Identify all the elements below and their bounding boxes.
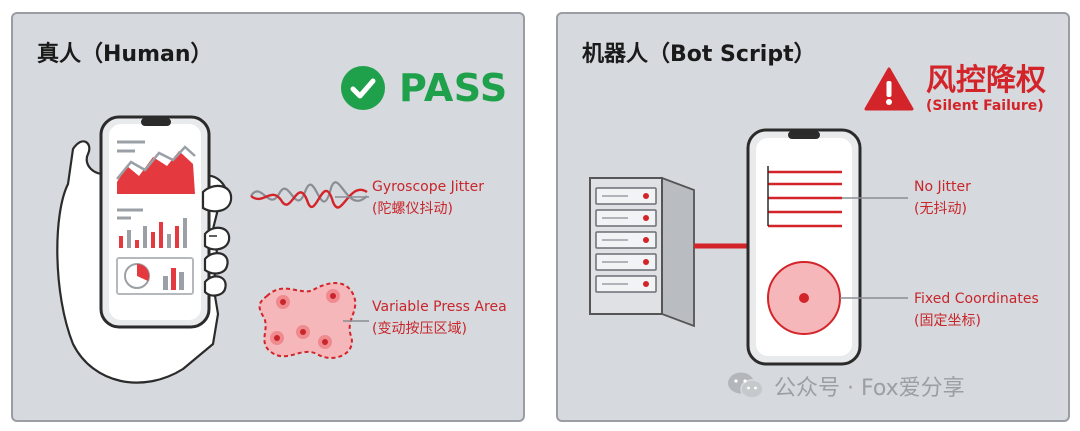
press-label-cn: (变动按压区域) xyxy=(372,321,467,337)
warning-status-label: 风控降权 xyxy=(926,63,1046,98)
sine-wave-icon xyxy=(250,181,368,209)
jitter-annotation: No Jitter (无抖动) xyxy=(914,176,971,220)
bot-panel-title: 机器人（Bot Script） xyxy=(582,42,816,67)
warning-badge: 风控降权 (Silent Failure) xyxy=(864,64,1046,114)
gyro-annotation: Gyroscope Jitter (陀螺仪抖动) xyxy=(372,176,484,220)
warning-triangle-icon xyxy=(864,67,914,111)
coords-label: Fixed Coordinates xyxy=(914,291,1039,307)
human-panel-title: 真人（Human） xyxy=(37,42,213,67)
jitter-label-cn: (无抖动) xyxy=(914,201,967,217)
press-leader-line xyxy=(343,320,369,322)
server-rack-icon xyxy=(589,176,695,328)
check-circle-icon xyxy=(341,66,385,110)
wechat-icon xyxy=(728,372,764,399)
press-label: Variable Press Area xyxy=(372,299,507,315)
bot-illustration xyxy=(589,128,908,366)
press-annotation: Variable Press Area (变动按压区域) xyxy=(372,296,507,340)
warning-status-sub: (Silent Failure) xyxy=(926,98,1044,114)
fingers-icon xyxy=(201,184,233,297)
watermark-text: 公众号 · Fox爱分享 xyxy=(774,376,965,401)
bot-panel: 机器人（Bot Script） 风控降权 (Silent Failure) xyxy=(556,12,1070,422)
target-circle-icon xyxy=(767,261,841,335)
jitter-label: No Jitter xyxy=(914,179,971,195)
watermark: 公众号 · Fox爱分享 xyxy=(726,370,965,402)
coords-label-cn: (固定坐标) xyxy=(914,313,981,329)
gyro-label-cn: (陀螺仪抖动) xyxy=(372,201,453,217)
gyro-label: Gyroscope Jitter xyxy=(372,179,485,195)
pass-badge: PASS xyxy=(341,66,508,110)
hand-holding-phone-illustration xyxy=(56,115,233,384)
coords-annotation: Fixed Coordinates (固定坐标) xyxy=(914,288,1039,332)
pass-status-label: PASS xyxy=(399,66,508,110)
smartphone-icon xyxy=(99,115,211,329)
human-panel: 真人（Human） PASS xyxy=(11,12,525,422)
touch-blob-icon xyxy=(258,282,357,359)
gyro-leader-line xyxy=(335,196,369,198)
